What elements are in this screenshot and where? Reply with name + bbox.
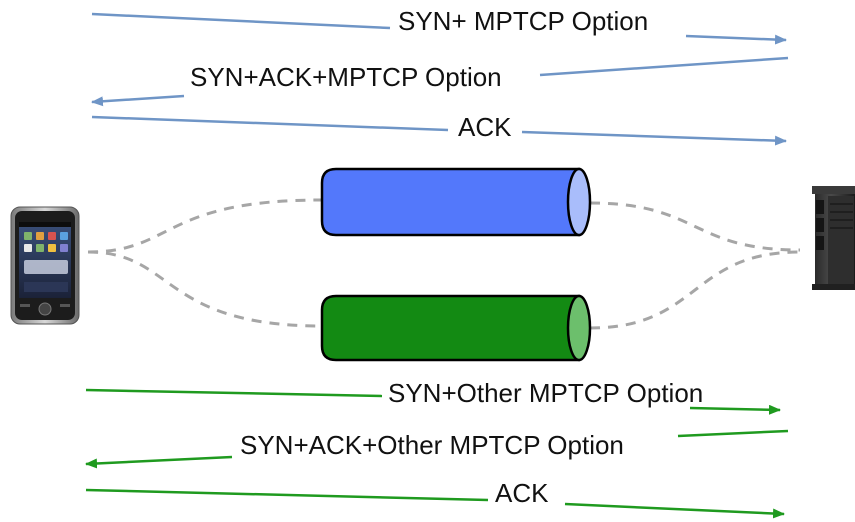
path-left-to-blue-tube bbox=[87, 198, 323, 254]
subflow2-syn-arrow: SYN+Other MPTCP Option bbox=[85, 378, 781, 415]
path-left-to-green-tube bbox=[87, 250, 323, 328]
subflow2-synack-arrow: SYN+ACK+Other MPTCP Option bbox=[85, 429, 789, 469]
smartphone-icon bbox=[10, 206, 80, 325]
subflow1-ack-label: ACK bbox=[458, 112, 512, 142]
path-green-tube-to-right bbox=[589, 250, 801, 330]
subflow2-syn-label: SYN+Other MPTCP Option bbox=[388, 378, 703, 408]
subflow1-synack-label: SYN+ACK+MPTCP Option bbox=[190, 62, 502, 92]
subflow2-synack-label: SYN+ACK+Other MPTCP Option bbox=[240, 430, 624, 460]
subflow1-syn-arrow: SYN+ MPTCP Option bbox=[91, 6, 787, 45]
network-paths bbox=[87, 198, 801, 330]
subflow2-ack-arrow: ACK bbox=[85, 478, 785, 519]
green-subflow-tube bbox=[320, 294, 592, 362]
path-blue-tube-to-right bbox=[589, 201, 801, 252]
subflow1-syn-label: SYN+ MPTCP Option bbox=[398, 6, 648, 36]
blue-subflow-tube bbox=[320, 167, 592, 237]
subflow1-ack-arrow: ACK bbox=[91, 112, 787, 146]
subflow2-ack-label: ACK bbox=[495, 478, 549, 508]
server-tower-icon bbox=[812, 186, 855, 290]
subflow1-synack-arrow: SYN+ACK+MPTCP Option bbox=[91, 56, 789, 107]
